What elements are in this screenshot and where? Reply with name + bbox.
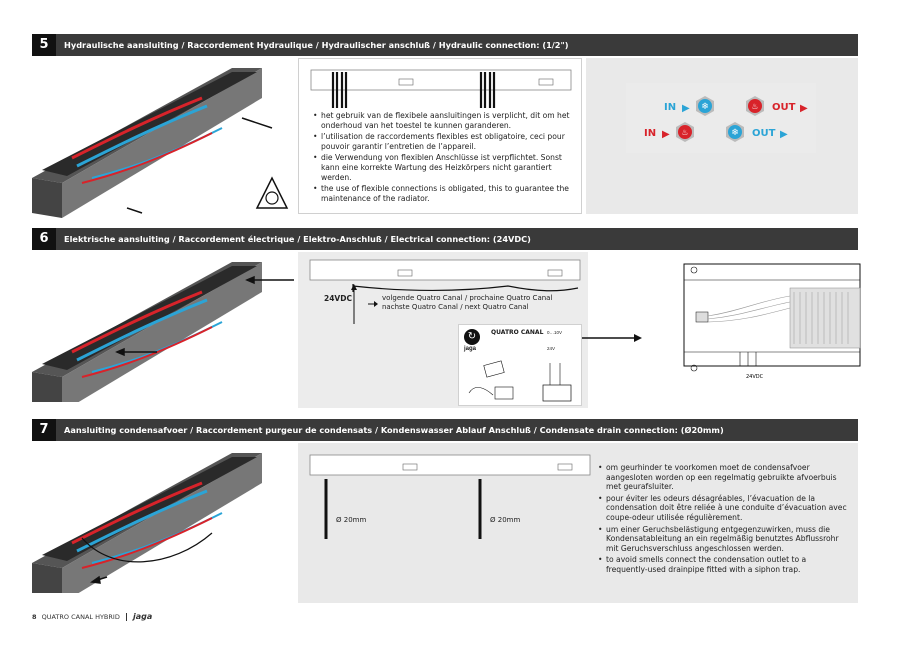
jaga-logo: jaga bbox=[133, 612, 153, 621]
controller-box: ↻ jaga QUATRO CANAL 0…10V 24V bbox=[458, 324, 582, 406]
arrow-right-icon: ▶ bbox=[800, 103, 808, 114]
bullet-fr: l’utilisation de raccordements flexibles… bbox=[313, 132, 578, 151]
section-title: Hydraulische aansluiting / Raccordement … bbox=[64, 40, 569, 50]
condensate-unit-illustration bbox=[32, 451, 264, 593]
section-6-info-panel: 24VDC volgende Quatro Canal / prochaine … bbox=[298, 252, 642, 408]
condensate-top-view-diagram bbox=[309, 454, 591, 539]
section-number: 6 bbox=[32, 228, 56, 250]
section-number: 5 bbox=[32, 34, 56, 56]
section-6-header: 6 Elektrische aansluiting / Raccordement… bbox=[32, 228, 858, 250]
electrical-unit-illustration bbox=[32, 260, 294, 402]
controller-brand: jaga bbox=[464, 346, 477, 352]
arrow-right-icon: ▶ bbox=[662, 129, 670, 140]
electrical-top-view-diagram bbox=[309, 259, 581, 292]
hot-flame-icon: ♨ bbox=[676, 122, 694, 142]
bullet-en: to avoid smells connect the condensation… bbox=[598, 555, 850, 574]
terminal-wiring-diagram bbox=[468, 360, 572, 402]
rotate-icon: ↻ bbox=[464, 329, 480, 345]
cold-snowflake-icon: ❄ bbox=[726, 122, 744, 142]
long-arrow-right bbox=[582, 334, 642, 342]
svg-text:♨: ♨ bbox=[681, 128, 688, 137]
section-number: 7 bbox=[32, 419, 56, 441]
bullet-de: um einer Geruchsbelästigung entgegenzuwi… bbox=[598, 525, 850, 554]
svg-text:♨: ♨ bbox=[751, 102, 758, 111]
wiring-detail-diagram: 24VDC bbox=[683, 263, 861, 380]
next-unit-label: volgende Quatro Canal / prochaine Quatro… bbox=[382, 294, 553, 311]
arrow-right-icon: ▶ bbox=[682, 103, 690, 114]
flow-legend-box: IN ▶ ❄ ♨ OUT ▶ IN ▶ ♨ ❄ OUT ▶ bbox=[626, 83, 816, 153]
out-cold-label: OUT bbox=[752, 128, 776, 139]
bullet-en: the use of flexible connections is oblig… bbox=[313, 184, 578, 203]
arrow-right-icon: ▶ bbox=[780, 129, 788, 140]
drain-diameter-label-2: Ø 20mm bbox=[490, 516, 521, 524]
controller-title: QUATRO CANAL bbox=[491, 329, 544, 336]
drain-diameter-label-1: Ø 20mm bbox=[336, 516, 367, 524]
section-7-bullet-list: om geurhinder te voorkomen moet de conde… bbox=[598, 463, 850, 577]
section-title: Elektrische aansluiting / Raccordement é… bbox=[64, 234, 531, 244]
page-footer: 8 QUATRO CANAL HYBRID jaga bbox=[32, 612, 152, 621]
controller-voltage: 24V bbox=[547, 346, 556, 351]
bullet-de: die Verwendung von flexiblen Anschlüsse … bbox=[313, 153, 578, 182]
flow-diagram-panel: IN ▶ ❄ ♨ OUT ▶ IN ▶ ♨ ❄ OUT ▶ bbox=[586, 58, 858, 214]
product-name: QUATRO CANAL HYBRID bbox=[41, 613, 120, 621]
bullet-nl: het gebruik van de flexibele aansluiting… bbox=[313, 111, 578, 130]
section-7-info-panel: Ø 20mm Ø 20mm om geurhinder te voorkomen… bbox=[298, 443, 858, 603]
section-7-header: 7 Aansluiting condensafvoer / Raccordeme… bbox=[32, 419, 858, 441]
footer-divider bbox=[125, 613, 127, 621]
svg-text:❄: ❄ bbox=[701, 102, 709, 112]
svg-text:❄: ❄ bbox=[731, 128, 739, 138]
section-5-header: 5 Hydraulische aansluiting / Raccordemen… bbox=[32, 34, 858, 56]
cable-arrow-icon bbox=[351, 284, 378, 324]
bullet-nl: om geurhinder te voorkomen moet de conde… bbox=[598, 463, 850, 492]
hot-flame-icon: ♨ bbox=[746, 96, 764, 116]
in-cold-label: IN bbox=[664, 102, 677, 113]
voltage-label: 24VDC bbox=[324, 294, 352, 303]
section-title: Aansluiting condensafvoer / Raccordement… bbox=[64, 425, 724, 435]
hydraulic-unit-illustration bbox=[32, 66, 289, 218]
bullet-fr: pour éviter les odeurs désagréables, l’é… bbox=[598, 494, 850, 523]
hydraulic-top-view-diagram bbox=[310, 69, 572, 108]
controller-range: 0…10V bbox=[547, 330, 563, 335]
page-number: 8 bbox=[32, 613, 37, 621]
diagram-voltage-label: 24VDC bbox=[746, 374, 764, 380]
cold-snowflake-icon: ❄ bbox=[696, 96, 714, 116]
flexible-hose-icon bbox=[255, 176, 289, 209]
in-hot-label: IN bbox=[644, 128, 657, 139]
section-5-info-box: het gebruik van de flexibele aansluiting… bbox=[298, 58, 582, 214]
section-5-bullet-list: het gebruik van de flexibele aansluiting… bbox=[313, 111, 578, 205]
out-hot-label: OUT bbox=[772, 102, 796, 113]
